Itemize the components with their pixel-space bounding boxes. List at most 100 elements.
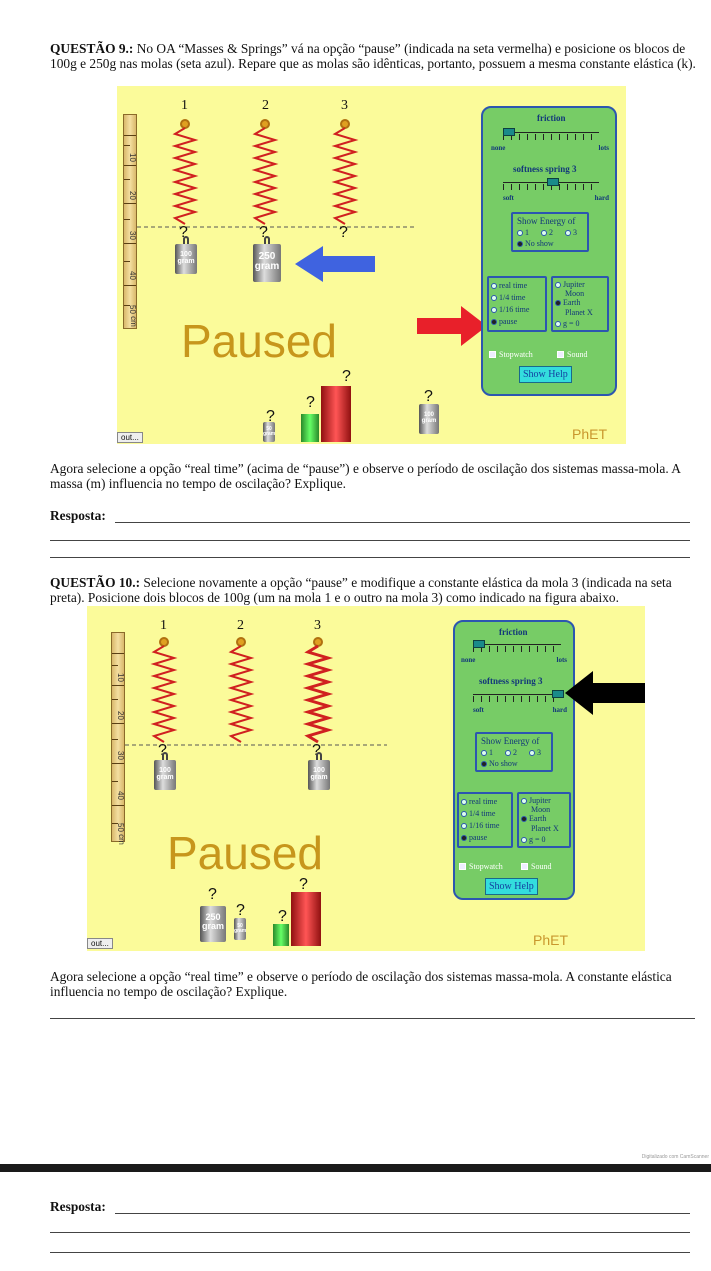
green-mass[interactable] bbox=[273, 924, 289, 946]
blue-arrow-icon bbox=[295, 246, 375, 282]
show-energy-label: Show Energy of bbox=[517, 216, 576, 226]
energy-option-3[interactable]: 3 bbox=[565, 228, 577, 237]
planet-jupiter[interactable]: Jupiter bbox=[521, 796, 551, 805]
planet-moon[interactable]: Moon bbox=[565, 289, 585, 298]
resposta-label-1: Resposta: bbox=[50, 508, 106, 523]
question-9-followup: Agora selecione a opção “real time” (aci… bbox=[50, 461, 681, 491]
sound-checkbox[interactable]: Sound bbox=[557, 350, 587, 359]
softness-soft: soft bbox=[503, 194, 514, 202]
hook-question-mark: ? bbox=[266, 408, 275, 425]
ruler-label: 50 bbox=[115, 823, 125, 832]
show-energy-label: Show Energy of bbox=[481, 736, 540, 746]
control-panel: friction none lots softness spring 3 sof… bbox=[453, 620, 575, 900]
energy-option-2[interactable]: 2 bbox=[505, 748, 517, 757]
paused-label: Paused bbox=[181, 315, 338, 367]
spring-number-3: 3 bbox=[341, 98, 348, 113]
answer-line bbox=[50, 1252, 690, 1253]
answer-line bbox=[115, 522, 690, 523]
energy-no-show[interactable]: No show bbox=[517, 239, 554, 248]
softness-slider[interactable] bbox=[503, 178, 599, 190]
softness-hard: hard bbox=[594, 194, 609, 202]
hook-question-mark: ? bbox=[259, 224, 268, 241]
spring-number-1: 1 bbox=[181, 98, 188, 113]
sound-checkbox[interactable]: Sound bbox=[521, 862, 551, 871]
planet-x[interactable]: Planet X bbox=[531, 824, 559, 833]
time-pause[interactable]: pause bbox=[491, 317, 517, 326]
green-mass[interactable] bbox=[301, 414, 319, 442]
time-sixteenth[interactable]: 1/16 time bbox=[491, 305, 529, 314]
ruler: 10 20 30 40 50 cm bbox=[111, 632, 126, 845]
answer-line bbox=[50, 540, 690, 541]
show-help-button[interactable]: Show Help bbox=[485, 878, 538, 895]
question-9-label: QUESTÃO 9.: bbox=[50, 41, 134, 56]
friction-lots: lots bbox=[556, 656, 568, 664]
hook-question-mark: ? bbox=[339, 224, 348, 241]
ruler-label: 50 bbox=[127, 305, 137, 314]
out-button[interactable]: out... bbox=[117, 432, 143, 443]
energy-option-1[interactable]: 1 bbox=[481, 748, 493, 757]
energy-box: Show Energy of 1 2 3 No show bbox=[475, 732, 553, 772]
planet-g-zero[interactable]: g = 0 bbox=[555, 319, 580, 328]
friction-label: friction bbox=[499, 627, 528, 637]
red-mass[interactable] bbox=[291, 892, 321, 946]
spring-number-1: 1 bbox=[160, 618, 167, 633]
answer-line bbox=[50, 1018, 695, 1019]
black-arrow-icon bbox=[565, 671, 645, 715]
energy-no-show[interactable]: No show bbox=[481, 759, 518, 768]
energy-option-3[interactable]: 3 bbox=[529, 748, 541, 757]
stopwatch-checkbox[interactable]: Stopwatch bbox=[489, 350, 533, 359]
time-quarter[interactable]: 1/4 time bbox=[461, 809, 495, 818]
friction-none: none bbox=[461, 656, 476, 664]
question-10: QUESTÃO 10.: Selecione novamente a opção… bbox=[50, 575, 700, 605]
spring-icon bbox=[171, 119, 359, 225]
phet-logo: PhET bbox=[572, 426, 608, 442]
softness-slider[interactable] bbox=[473, 690, 565, 702]
softness-label: softness spring 3 bbox=[479, 676, 543, 686]
stopwatch-checkbox[interactable]: Stopwatch bbox=[459, 862, 503, 871]
red-mass[interactable] bbox=[321, 386, 351, 442]
hook-question-mark: ? bbox=[179, 224, 188, 241]
scanner-watermark: Digitalizado com CamScanner bbox=[641, 1154, 709, 1160]
planet-box: Jupiter Moon Earth Planet X g = 0 bbox=[551, 276, 609, 332]
friction-slider[interactable] bbox=[503, 128, 599, 140]
planet-moon[interactable]: Moon bbox=[531, 805, 551, 814]
time-sixteenth[interactable]: 1/16 time bbox=[461, 821, 499, 830]
page-divider bbox=[0, 1164, 711, 1172]
answer-line bbox=[50, 557, 690, 558]
planet-earth[interactable]: Earth bbox=[555, 298, 580, 307]
ruler: 10 20 30 40 50 cm bbox=[123, 114, 138, 329]
planet-g-zero[interactable]: g = 0 bbox=[521, 835, 546, 844]
time-real[interactable]: real time bbox=[491, 281, 527, 290]
time-real[interactable]: real time bbox=[461, 797, 497, 806]
softness-label: softness spring 3 bbox=[513, 164, 577, 174]
friction-slider[interactable] bbox=[473, 640, 561, 652]
hook-question-mark: ? bbox=[424, 388, 433, 405]
question-10-followup: Agora selecione a opção “real time” e ob… bbox=[50, 969, 672, 999]
planet-jupiter[interactable]: Jupiter bbox=[555, 280, 585, 289]
hook-question-mark: ? bbox=[312, 742, 321, 759]
time-quarter[interactable]: 1/4 time bbox=[491, 293, 525, 302]
energy-option-2[interactable]: 2 bbox=[541, 228, 553, 237]
question-9-text: No OA “Masses & Springs” vá na opção “pa… bbox=[50, 41, 696, 71]
ruler-unit: cm bbox=[116, 834, 126, 845]
question-9: QUESTÃO 9.: No OA “Masses & Springs” vá … bbox=[50, 41, 700, 71]
energy-option-1[interactable]: 1 bbox=[517, 228, 529, 237]
hook-question-mark: ? bbox=[278, 908, 287, 925]
hook-question-mark: ? bbox=[208, 886, 217, 903]
time-pause[interactable]: pause bbox=[461, 833, 487, 842]
planet-earth[interactable]: Earth bbox=[521, 814, 546, 823]
out-button[interactable]: out... bbox=[87, 938, 113, 949]
planet-x[interactable]: Planet X bbox=[565, 308, 593, 317]
hook-question-mark: ? bbox=[236, 902, 245, 919]
show-help-button[interactable]: Show Help bbox=[519, 366, 572, 383]
